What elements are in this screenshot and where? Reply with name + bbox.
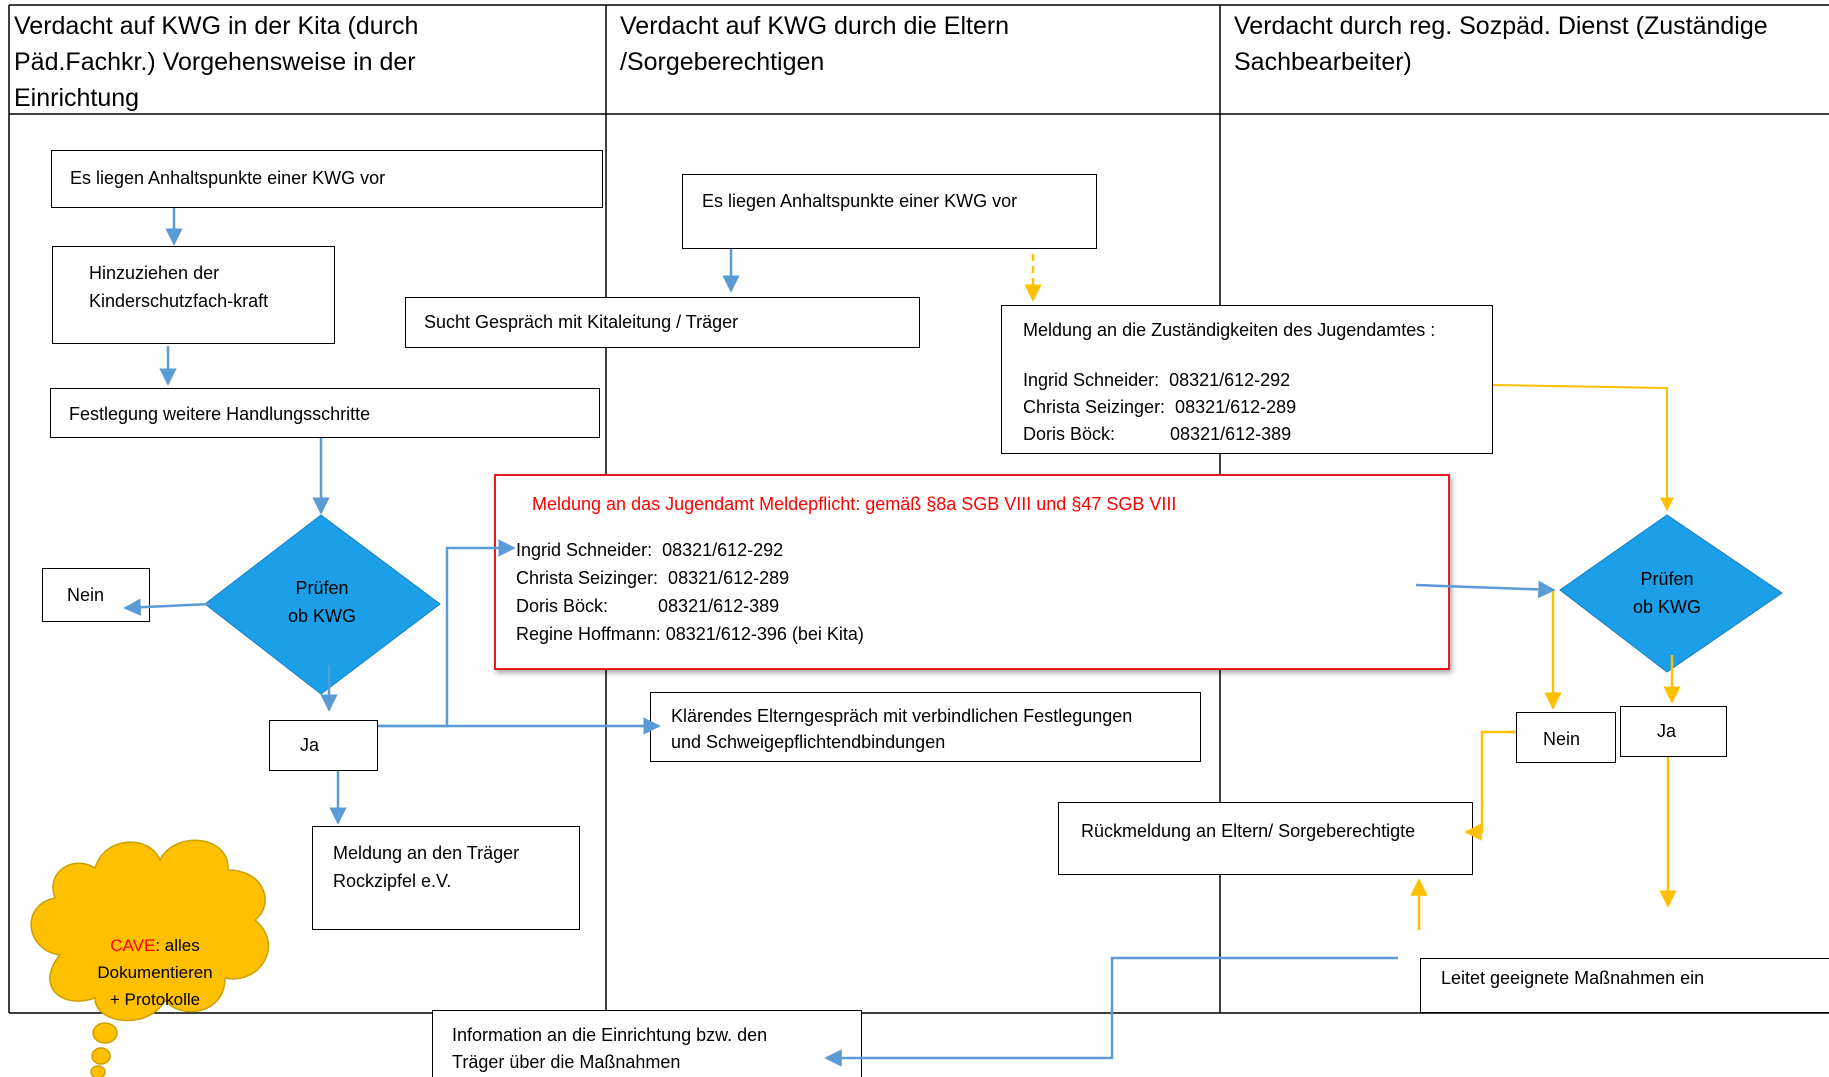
column-header-line: Sachbearbeiter) bbox=[1234, 48, 1412, 76]
box-ja-right: Ja bbox=[1620, 706, 1727, 757]
box-text: Träger über die Maßnahmen bbox=[452, 1052, 681, 1072]
cave-note: CAVE: alles Dokumentieren + Protokolle bbox=[70, 932, 240, 1013]
decision-diamond-right bbox=[1559, 514, 1783, 673]
box-text: Nein bbox=[1543, 729, 1581, 749]
box-meldung-zustaendigkeiten: Meldung an die Zuständigkeiten des Jugen… bbox=[1001, 305, 1493, 454]
column-header-line: Einrichtung bbox=[14, 84, 140, 112]
column-header-eltern: Verdacht auf KWG durch die Eltern /Sorge… bbox=[620, 8, 1009, 80]
contact-line: Christa Seizinger: 08321/612-289 bbox=[516, 568, 790, 588]
box-text: Kinderschutzfach-kraft bbox=[89, 291, 269, 311]
contact-line: Christa Seizinger: 08321/612-289 bbox=[1023, 397, 1297, 417]
decision-label-line: ob KWG bbox=[287, 606, 357, 626]
cave-cloud bbox=[30, 839, 270, 1077]
box-text: Es liegen Anhaltspunkte einer KWG vor bbox=[70, 168, 386, 188]
box-ja-left: Ja bbox=[269, 720, 378, 771]
box-text: Rückmeldung an Eltern/ Sorgeberechtigte bbox=[1081, 821, 1416, 841]
decision-label-left: Prüfen ob KWG bbox=[262, 574, 382, 630]
box-text: Hinzuziehen der bbox=[89, 263, 220, 283]
decision-label-line: ob KWG bbox=[1632, 597, 1702, 617]
box-klaerendes-gespraech: Klärendes Elterngespräch mit verbindlich… bbox=[650, 692, 1201, 762]
cave-text: + Protokolle bbox=[109, 990, 201, 1009]
column-header-line: Verdacht auf KWG in der Kita (durch bbox=[14, 12, 419, 40]
box-text: Klärendes Elterngespräch mit verbindlich… bbox=[671, 706, 1133, 726]
cave-text: : alles bbox=[155, 936, 200, 955]
box-meldung-jugendamt: Meldung an das Jugendamt Meldepflicht: g… bbox=[494, 474, 1450, 670]
column-header-line: Päd.Fachkr.) Vorgehensweise in der bbox=[14, 48, 416, 76]
column-header-kita: Verdacht auf KWG in der Kita (durch Päd.… bbox=[14, 8, 418, 116]
arrow-blue bbox=[824, 956, 1398, 1067]
contact-line: Ingrid Schneider: 08321/612-292 bbox=[516, 540, 784, 560]
cave-text: Dokumentieren bbox=[97, 963, 213, 982]
box-text: Meldung an die Zuständigkeiten des Jugen… bbox=[1023, 320, 1436, 340]
box-meldung-traeger: Meldung an den Träger Rockzipfel e.V. bbox=[312, 826, 580, 930]
decision-label-right: Prüfen ob KWG bbox=[1607, 565, 1727, 621]
box-leitet-massnahmen: Leitet geeignete Maßnahmen ein bbox=[1420, 958, 1829, 1013]
column-header-sozpaed: Verdacht durch reg. Sozpäd. Dienst (Zust… bbox=[1234, 8, 1768, 80]
box-text: Meldung an den Träger bbox=[333, 843, 520, 863]
box-sucht-gespraech: Sucht Gespräch mit Kitaleitung / Träger bbox=[405, 297, 920, 348]
box-anhaltspunkte-kita: Es liegen Anhaltspunkte einer KWG vor bbox=[51, 150, 603, 208]
box-text: Nein bbox=[67, 585, 105, 605]
box-text: Rockzipfel e.V. bbox=[333, 871, 452, 891]
box-nein-right: Nein bbox=[1516, 712, 1616, 763]
box-hinzuziehen: Hinzuziehen der Kinderschutzfach-kraft bbox=[52, 246, 335, 344]
box-text: Es liegen Anhaltspunkte einer KWG vor bbox=[702, 191, 1018, 211]
jugendamt-title: Meldung an das Jugendamt Meldepflicht: g… bbox=[532, 494, 1177, 514]
box-rueckmeldung: Rückmeldung an Eltern/ Sorgeberechtigte bbox=[1058, 802, 1473, 875]
box-festlegung: Festlegung weitere Handlungsschritte bbox=[50, 388, 600, 438]
box-text: Festlegung weitere Handlungsschritte bbox=[69, 404, 371, 424]
arrow-blue bbox=[123, 598, 211, 616]
box-text: Leitet geeignete Maßnahmen ein bbox=[1441, 968, 1705, 988]
decision-label-line: Prüfen bbox=[295, 578, 349, 598]
box-text: Ja bbox=[1657, 721, 1677, 741]
contact-line: Doris Böck: 08321/612-389 bbox=[1023, 424, 1292, 444]
contact-line: Ingrid Schneider: 08321/612-292 bbox=[1023, 370, 1291, 390]
cave-label: CAVE bbox=[110, 936, 156, 955]
column-header-line: Verdacht durch reg. Sozpäd. Dienst (Zust… bbox=[1234, 12, 1768, 40]
box-anhaltspunkte-eltern: Es liegen Anhaltspunkte einer KWG vor bbox=[682, 174, 1097, 249]
box-text: und Schweigepflichtendbindungen bbox=[671, 732, 946, 752]
box-text: Ja bbox=[300, 735, 320, 755]
decision-label-line: Prüfen bbox=[1640, 569, 1694, 589]
column-header-line: /Sorgeberechtigen bbox=[620, 48, 825, 76]
arrow-blue bbox=[1415, 580, 1556, 599]
box-text: Sucht Gespräch mit Kitaleitung / Träger bbox=[424, 312, 739, 332]
arrow-orange bbox=[1464, 730, 1516, 841]
decision-diamond-left bbox=[204, 514, 441, 695]
arrow-orange bbox=[1492, 384, 1674, 512]
contact-line: Doris Böck: 08321/612-389 bbox=[516, 596, 780, 616]
box-information-einrichtung: Information an die Einrichtung bzw. den … bbox=[432, 1010, 862, 1077]
box-text: Information an die Einrichtung bzw. den bbox=[452, 1025, 768, 1045]
contact-line: Regine Hoffmann: 08321/612-396 (bei Kita… bbox=[516, 624, 864, 644]
column-header-line: Verdacht auf KWG durch die Eltern bbox=[620, 12, 1010, 40]
